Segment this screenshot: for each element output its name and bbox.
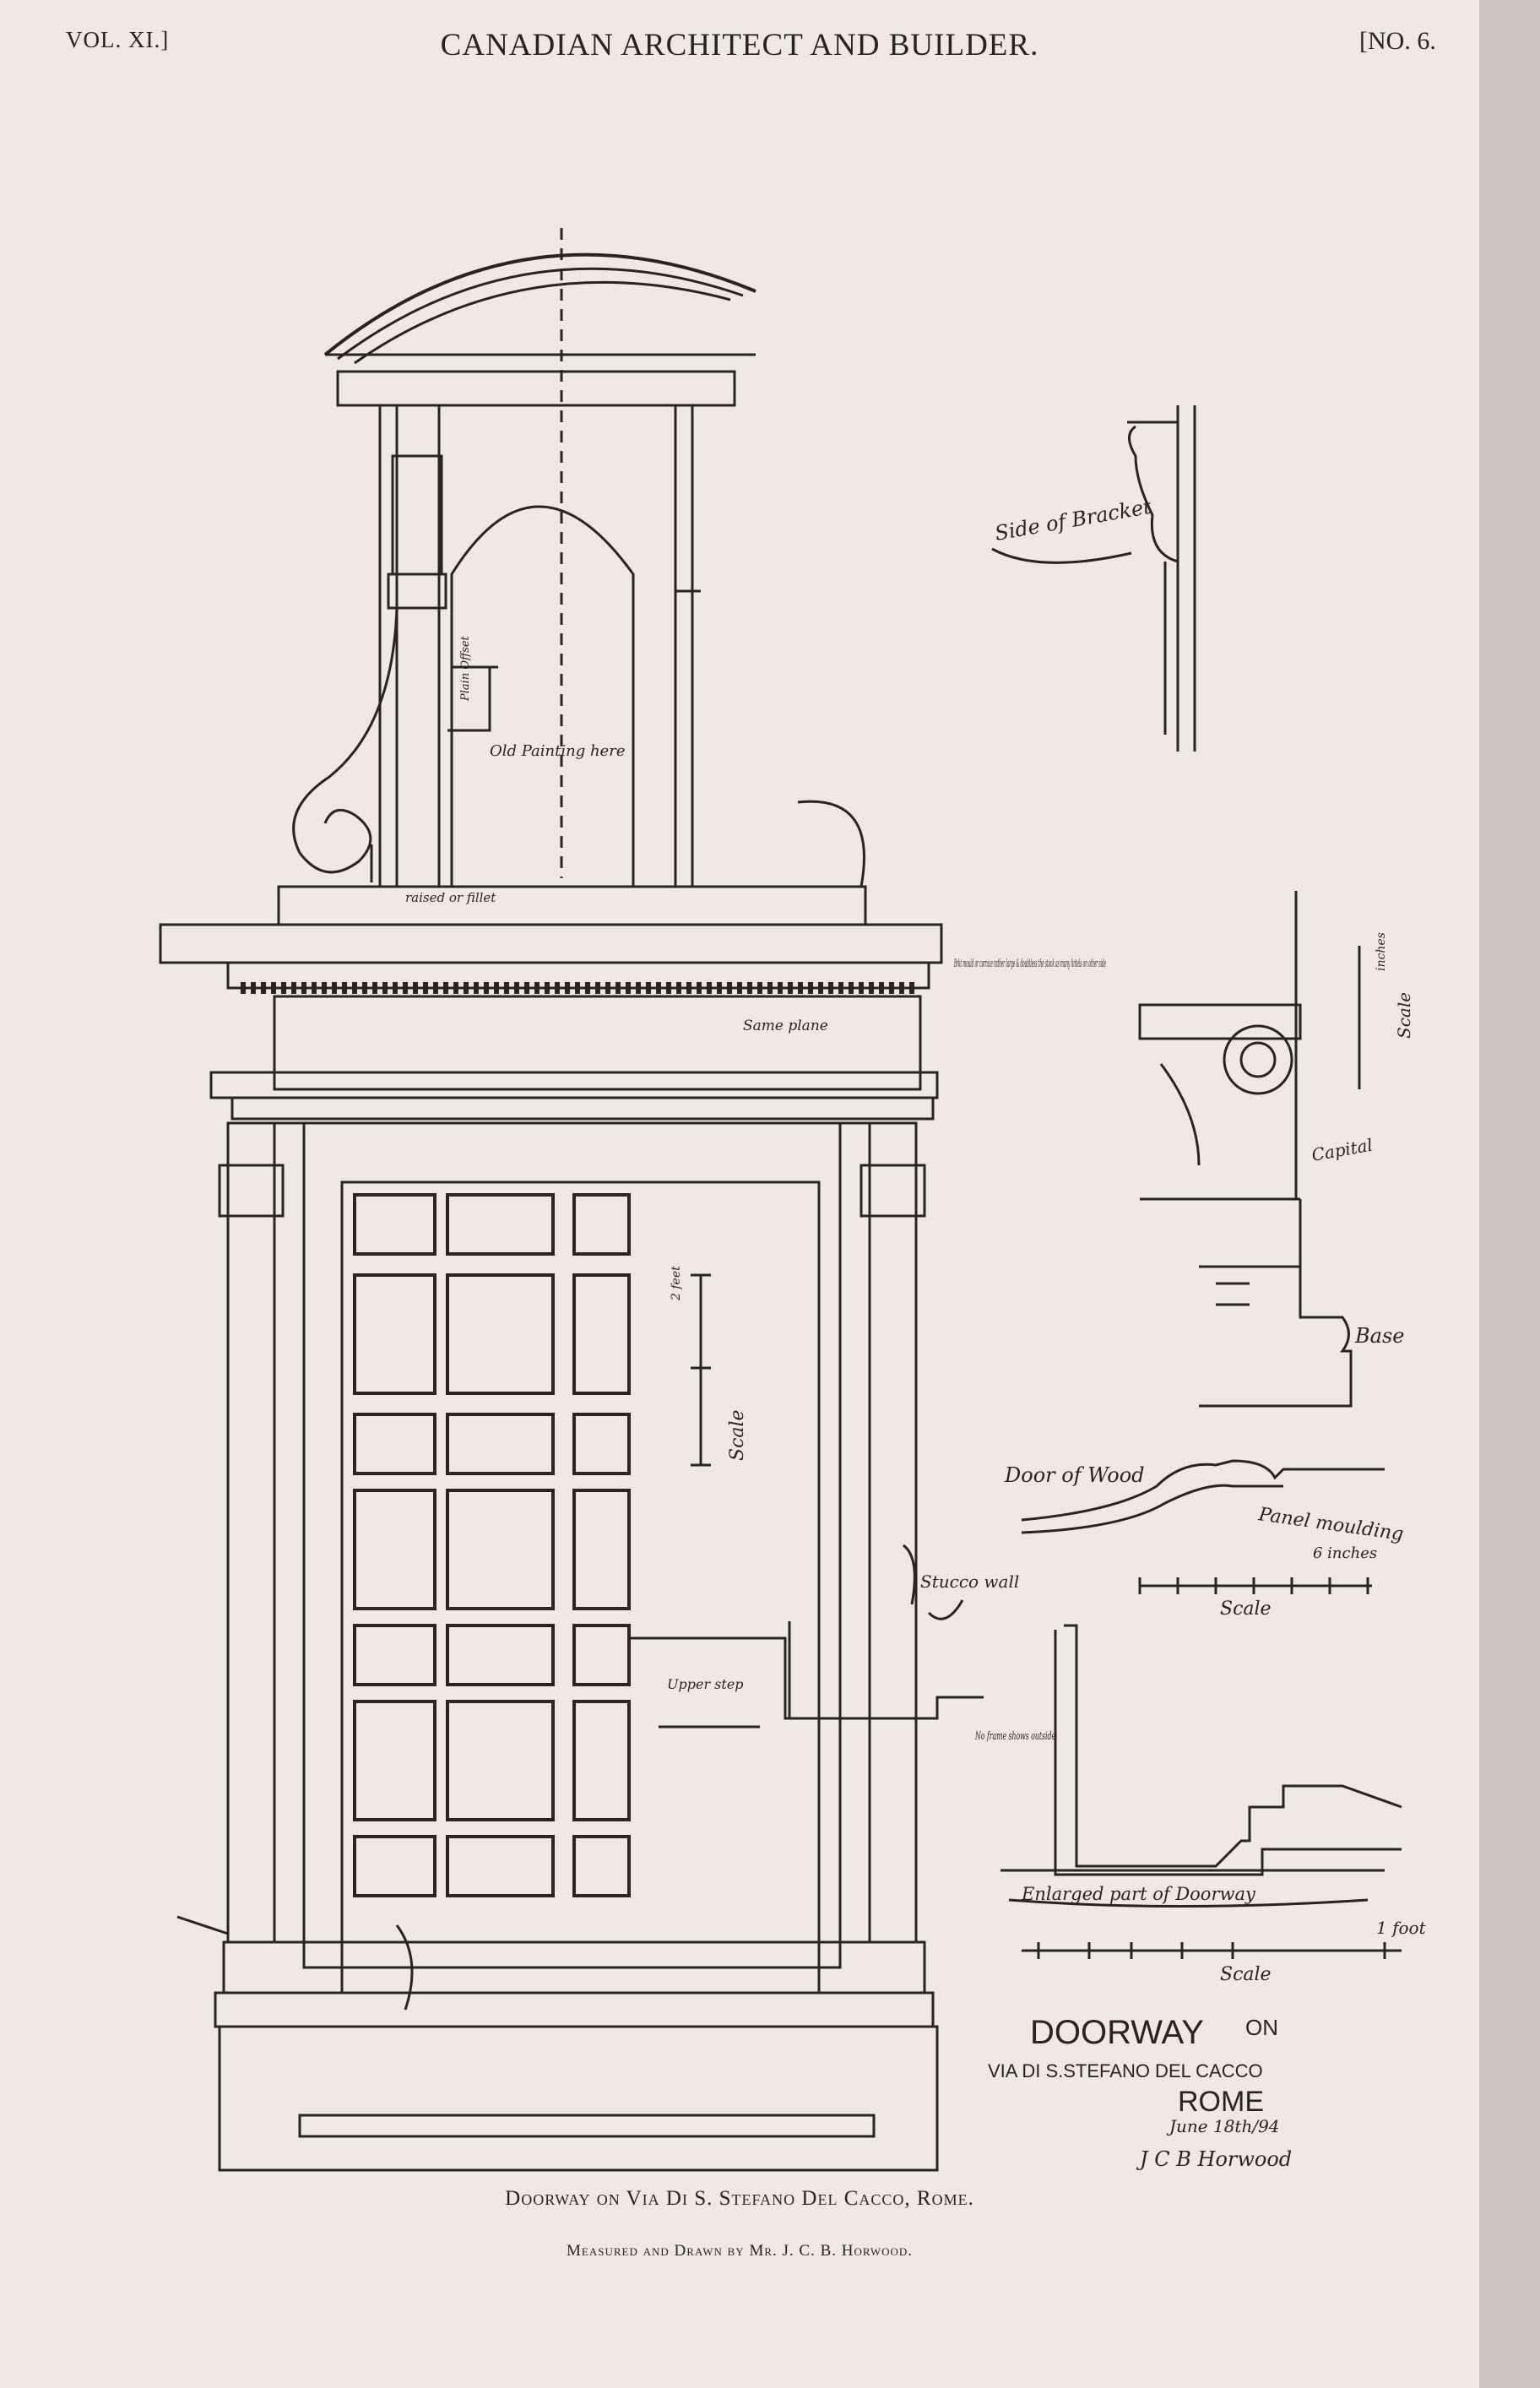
door-frame — [340, 1180, 821, 1995]
stucco-section — [629, 1636, 984, 1720]
journal-title: CANADIAN ARCHITECT AND BUILDER. — [440, 28, 1039, 62]
arched-niche — [450, 505, 635, 887]
doorway-drawing: Side of Bracket Old Painting here Plain … — [159, 228, 1427, 2172]
raised-fillet-note: raised or fillet — [405, 890, 496, 905]
old-painting-note: Old Painting here — [490, 742, 625, 760]
capital-scale-label: Scale — [1394, 992, 1414, 1039]
upper-step-note: Upper step — [667, 1676, 744, 1692]
console-right — [797, 800, 865, 887]
figure-caption: Doorway on Via Di S. Stefano Del Cacco, … — [505, 2187, 974, 2210]
door-panels — [353, 1193, 631, 1897]
scanned-page — [0, 0, 1479, 2388]
title-block-on: ON — [1245, 2015, 1278, 2040]
base-moulding — [1199, 1265, 1353, 1408]
figure-credit: Measured and Drawn by Mr. J. C. B. Horwo… — [566, 2242, 913, 2260]
no-frame-note: No frame shows outside — [974, 1730, 1055, 1743]
title-block-signature: J C B Horwood — [1136, 2147, 1292, 2171]
capital-note: Capital — [1310, 1135, 1375, 1165]
title-block-doorway: DOORWAY — [1030, 2014, 1204, 2051]
main-cornice — [159, 923, 943, 964]
enlarged-scale-label: Scale — [1220, 1964, 1272, 1985]
stucco-wall-note: Stucco wall — [920, 1571, 1019, 1592]
title-block-street: VIA DI S.STEFANO DEL CACCO — [988, 2060, 1263, 2081]
one-foot-note: 1 foot — [1376, 1918, 1427, 1938]
plain-offset-note: Plain Offset — [459, 635, 472, 702]
base-step — [218, 2025, 939, 2172]
title-block-city: ROME — [1178, 2086, 1264, 2118]
same-plane-note: Same plane — [743, 1018, 828, 1034]
upper-panel — [378, 404, 694, 888]
door-wood-note: Door of Wood — [1004, 1463, 1145, 1487]
panel-moulding-note: Panel moulding — [1256, 1504, 1405, 1545]
two-feet-note: 2 feet — [670, 1266, 683, 1301]
door-scale-label: Scale — [727, 1409, 748, 1461]
frieze — [273, 995, 922, 1091]
base-note: Base — [1354, 1324, 1404, 1348]
capital-inches-note: inches — [1375, 932, 1388, 971]
enlarged-part-note: Enlarged part of Doorway — [1021, 1884, 1256, 1904]
pilaster-right — [868, 1121, 918, 1944]
six-inches-note: 6 inches — [1313, 1544, 1377, 1562]
page-edge — [1479, 0, 1540, 2388]
volute — [1223, 1024, 1293, 1095]
segmental-pediment — [323, 252, 756, 356]
volume-label: VOL. XI.] — [66, 27, 170, 52]
enlarged-profile — [1064, 1624, 1402, 1868]
pilaster-left — [226, 1121, 276, 1944]
side-bracket-note: Side of Bracket — [993, 495, 1153, 545]
bracket-cornice-note: Brkt mould or cornice rather large & dou… — [954, 958, 1106, 970]
panel-moulding-profile — [1021, 1459, 1385, 1522]
moulding-scale-label: Scale — [1220, 1598, 1272, 1620]
scroll-console-left — [292, 607, 399, 874]
issue-label: [NO. 6. — [1359, 27, 1436, 55]
title-block-date: June 18th/94 — [1166, 2116, 1280, 2136]
bracket-side — [1127, 421, 1179, 563]
